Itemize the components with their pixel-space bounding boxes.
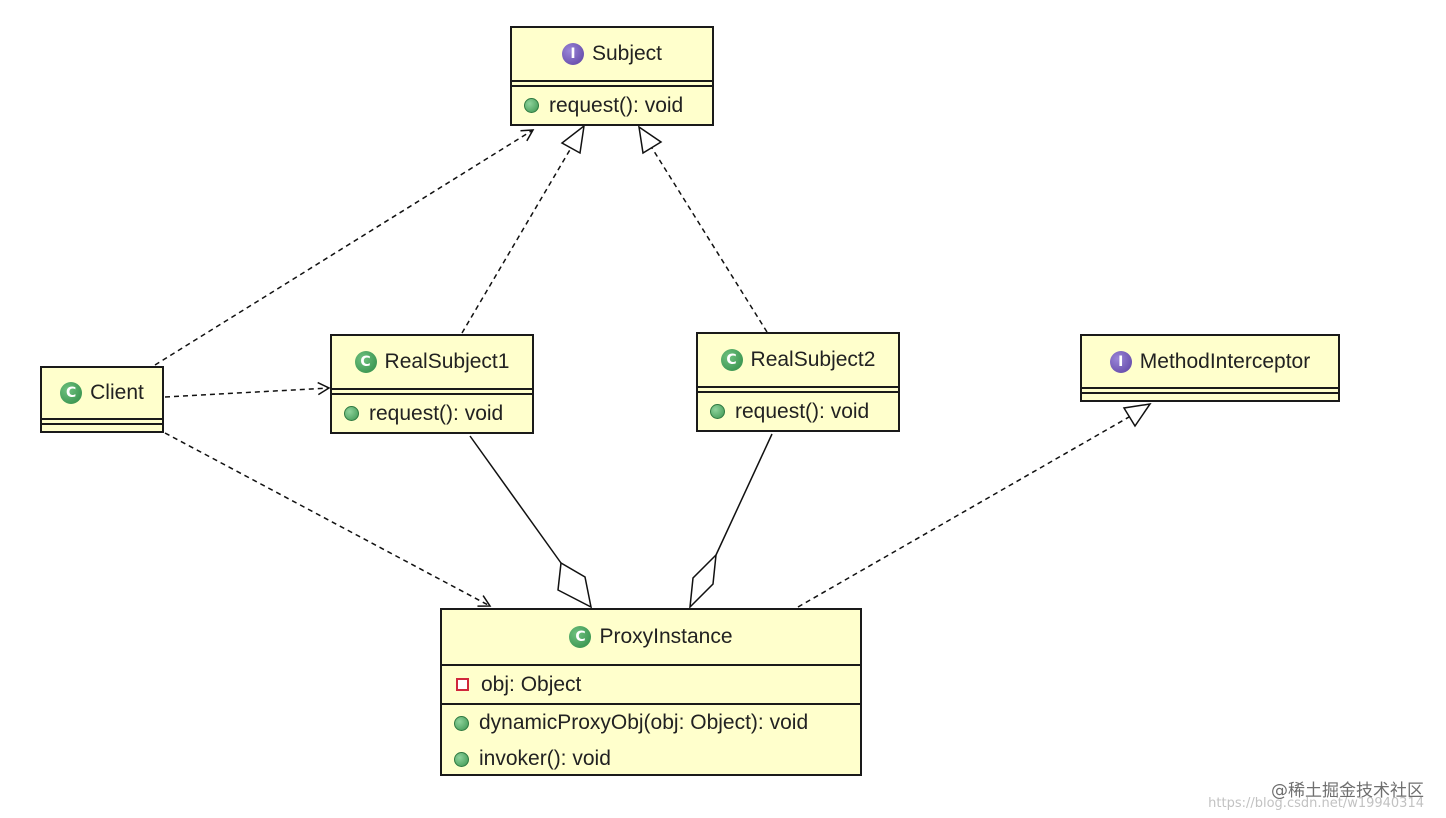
class-name: RealSubject1: [384, 350, 510, 373]
method-row: invoker(): void: [442, 741, 860, 777]
aggregation-proxyinstance-realsubject2: [715, 433, 773, 556]
subject-interface-box[interactable]: I Subject request(): void: [510, 26, 714, 126]
field-row: obj: Object: [442, 666, 860, 703]
realization-realsubject2-subject: [651, 147, 768, 333]
aggregation-diamond-2: [689, 552, 717, 610]
method-row: request(): void: [512, 87, 712, 124]
public-method-icon: [710, 404, 725, 419]
dependency-client-subject: [154, 129, 535, 366]
methodinterceptor-header: I MethodInterceptor: [1082, 336, 1338, 387]
class-name: Client: [90, 381, 144, 404]
field-signature: obj: Object: [481, 672, 582, 696]
class-name: RealSubject2: [750, 348, 876, 371]
dependency-client-realsubject1: [164, 381, 331, 398]
class-badge-icon: C: [569, 626, 592, 648]
interface-badge-icon: I: [1109, 350, 1132, 373]
realsubject2-header: C RealSubject2: [698, 334, 898, 386]
realization-proxyinstance-methodinterceptor: [797, 416, 1130, 608]
methodinterceptor-interface-box[interactable]: I MethodInterceptor: [1080, 334, 1340, 402]
realization-arrowhead-3: [1122, 402, 1152, 428]
class-name: ProxyInstance: [599, 625, 733, 648]
method-signature: request(): void: [549, 93, 684, 117]
realsubject1-class-box[interactable]: C RealSubject1 request(): void: [330, 334, 534, 434]
method-row: dynamicProxyObj(obj: Object): void: [442, 705, 860, 741]
public-method-icon: [524, 98, 539, 113]
class-badge-icon: C: [354, 351, 377, 373]
proxyinstance-class-box[interactable]: C ProxyInstance obj: Object dynamicProxy…: [440, 608, 862, 776]
watermark-line2: https://blog.csdn.net/w19940314: [1208, 796, 1424, 811]
realsubject2-class-box[interactable]: C RealSubject2 request(): void: [696, 332, 900, 432]
method-row: request(): void: [332, 395, 532, 432]
class-badge-icon: C: [720, 349, 743, 371]
private-field-icon: [456, 678, 469, 691]
class-name: MethodInterceptor: [1139, 349, 1311, 373]
client-class-box[interactable]: C Client: [40, 366, 164, 433]
aggregation-diamond-1: [557, 561, 593, 609]
proxyinstance-header: C ProxyInstance: [442, 610, 860, 664]
interface-badge-icon: I: [561, 43, 584, 65]
method-signature: request(): void: [369, 401, 504, 425]
aggregation-proxyinstance-realsubject1: [469, 435, 562, 564]
realization-realsubject1-subject: [461, 147, 572, 334]
public-method-icon: [454, 715, 469, 731]
watermark-line1: @稀土掘金技术社区: [1271, 781, 1424, 801]
dependency-client-proxyinstance: [164, 432, 492, 607]
method-row: request(): void: [698, 393, 898, 430]
method-signature: request(): void: [735, 399, 870, 423]
class-badge-icon: C: [60, 382, 83, 404]
public-method-icon: [454, 751, 469, 767]
method-signature: dynamicProxyObj(obj: Object): void: [479, 711, 809, 734]
method-signature: invoker(): void: [479, 747, 611, 770]
realization-arrowhead-1: [560, 124, 586, 155]
client-header: C Client: [42, 368, 162, 418]
subject-header: I Subject: [512, 28, 712, 80]
realization-arrowhead-2: [637, 125, 663, 155]
class-name: Subject: [591, 42, 663, 65]
public-method-icon: [344, 406, 359, 421]
realsubject1-header: C RealSubject1: [332, 336, 532, 388]
